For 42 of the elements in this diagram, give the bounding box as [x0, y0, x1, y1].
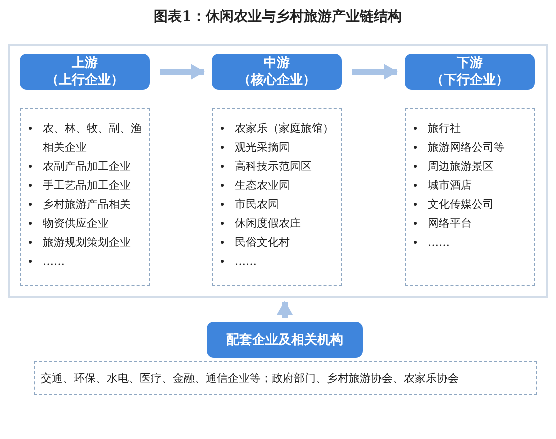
chain-panel [8, 44, 548, 298]
list-item: 网络平台 [428, 216, 472, 232]
list-item: …… [43, 254, 65, 270]
header-subtitle: （核心企业） [237, 72, 317, 89]
header-title: 中游 [263, 55, 291, 72]
list-item: 旅游规划策划企业 [43, 235, 131, 251]
list-item: …… [235, 254, 257, 270]
list-item: 农、林、牧、副、渔相关企业 [43, 121, 143, 156]
stage-header-box [212, 54, 342, 90]
list-item: 城市酒店 [428, 178, 472, 194]
list-item: 旅行社 [428, 121, 461, 137]
chart-title: 图表1：休闲农业与乡村旅游产业链结构 [153, 8, 403, 26]
list-item: 手工艺品加工企业 [43, 178, 131, 194]
list-item: 市民农园 [235, 197, 279, 213]
list-box [405, 108, 535, 286]
arrow [352, 64, 398, 80]
list-box [20, 108, 150, 286]
header-subtitle: （下行企业） [430, 72, 510, 89]
list-item: 周边旅游景区 [428, 159, 494, 175]
note-text: 交通、环保、水电、医疗、金融、通信企业等；政府部门、乡村旅游协会、农家乐协会 [41, 370, 459, 386]
list-item: 乡村旅游产品相关 [43, 197, 131, 213]
list-item: 旅游网络公司等 [428, 140, 505, 156]
list-box [212, 108, 342, 286]
list-item: 文化传媒公司 [428, 197, 494, 213]
list-item: …… [428, 235, 450, 251]
header-title: 上游 [71, 55, 99, 72]
list-item: 农家乐（家庭旅馆） [235, 121, 334, 137]
arrow [160, 64, 205, 80]
list-item: 物资供应企业 [43, 216, 109, 232]
list-item: 观光采摘园 [235, 140, 290, 156]
list-item: 休闲度假农庄 [235, 216, 301, 232]
stage-header-box [20, 54, 150, 90]
list-item: 农副产品加工企业 [43, 159, 131, 175]
stage-header-box [405, 54, 535, 90]
note-box [34, 361, 537, 395]
header-subtitle: （上行企业） [45, 72, 125, 89]
list-item: 高科技示范园区 [235, 159, 312, 175]
list-item: 民俗文化村 [235, 235, 290, 251]
list-item: 生态农业园 [235, 178, 290, 194]
stage-header-box: 配套企业及相关机构 [207, 322, 363, 358]
header-title: 下游 [456, 55, 484, 72]
arrow [277, 301, 293, 318]
